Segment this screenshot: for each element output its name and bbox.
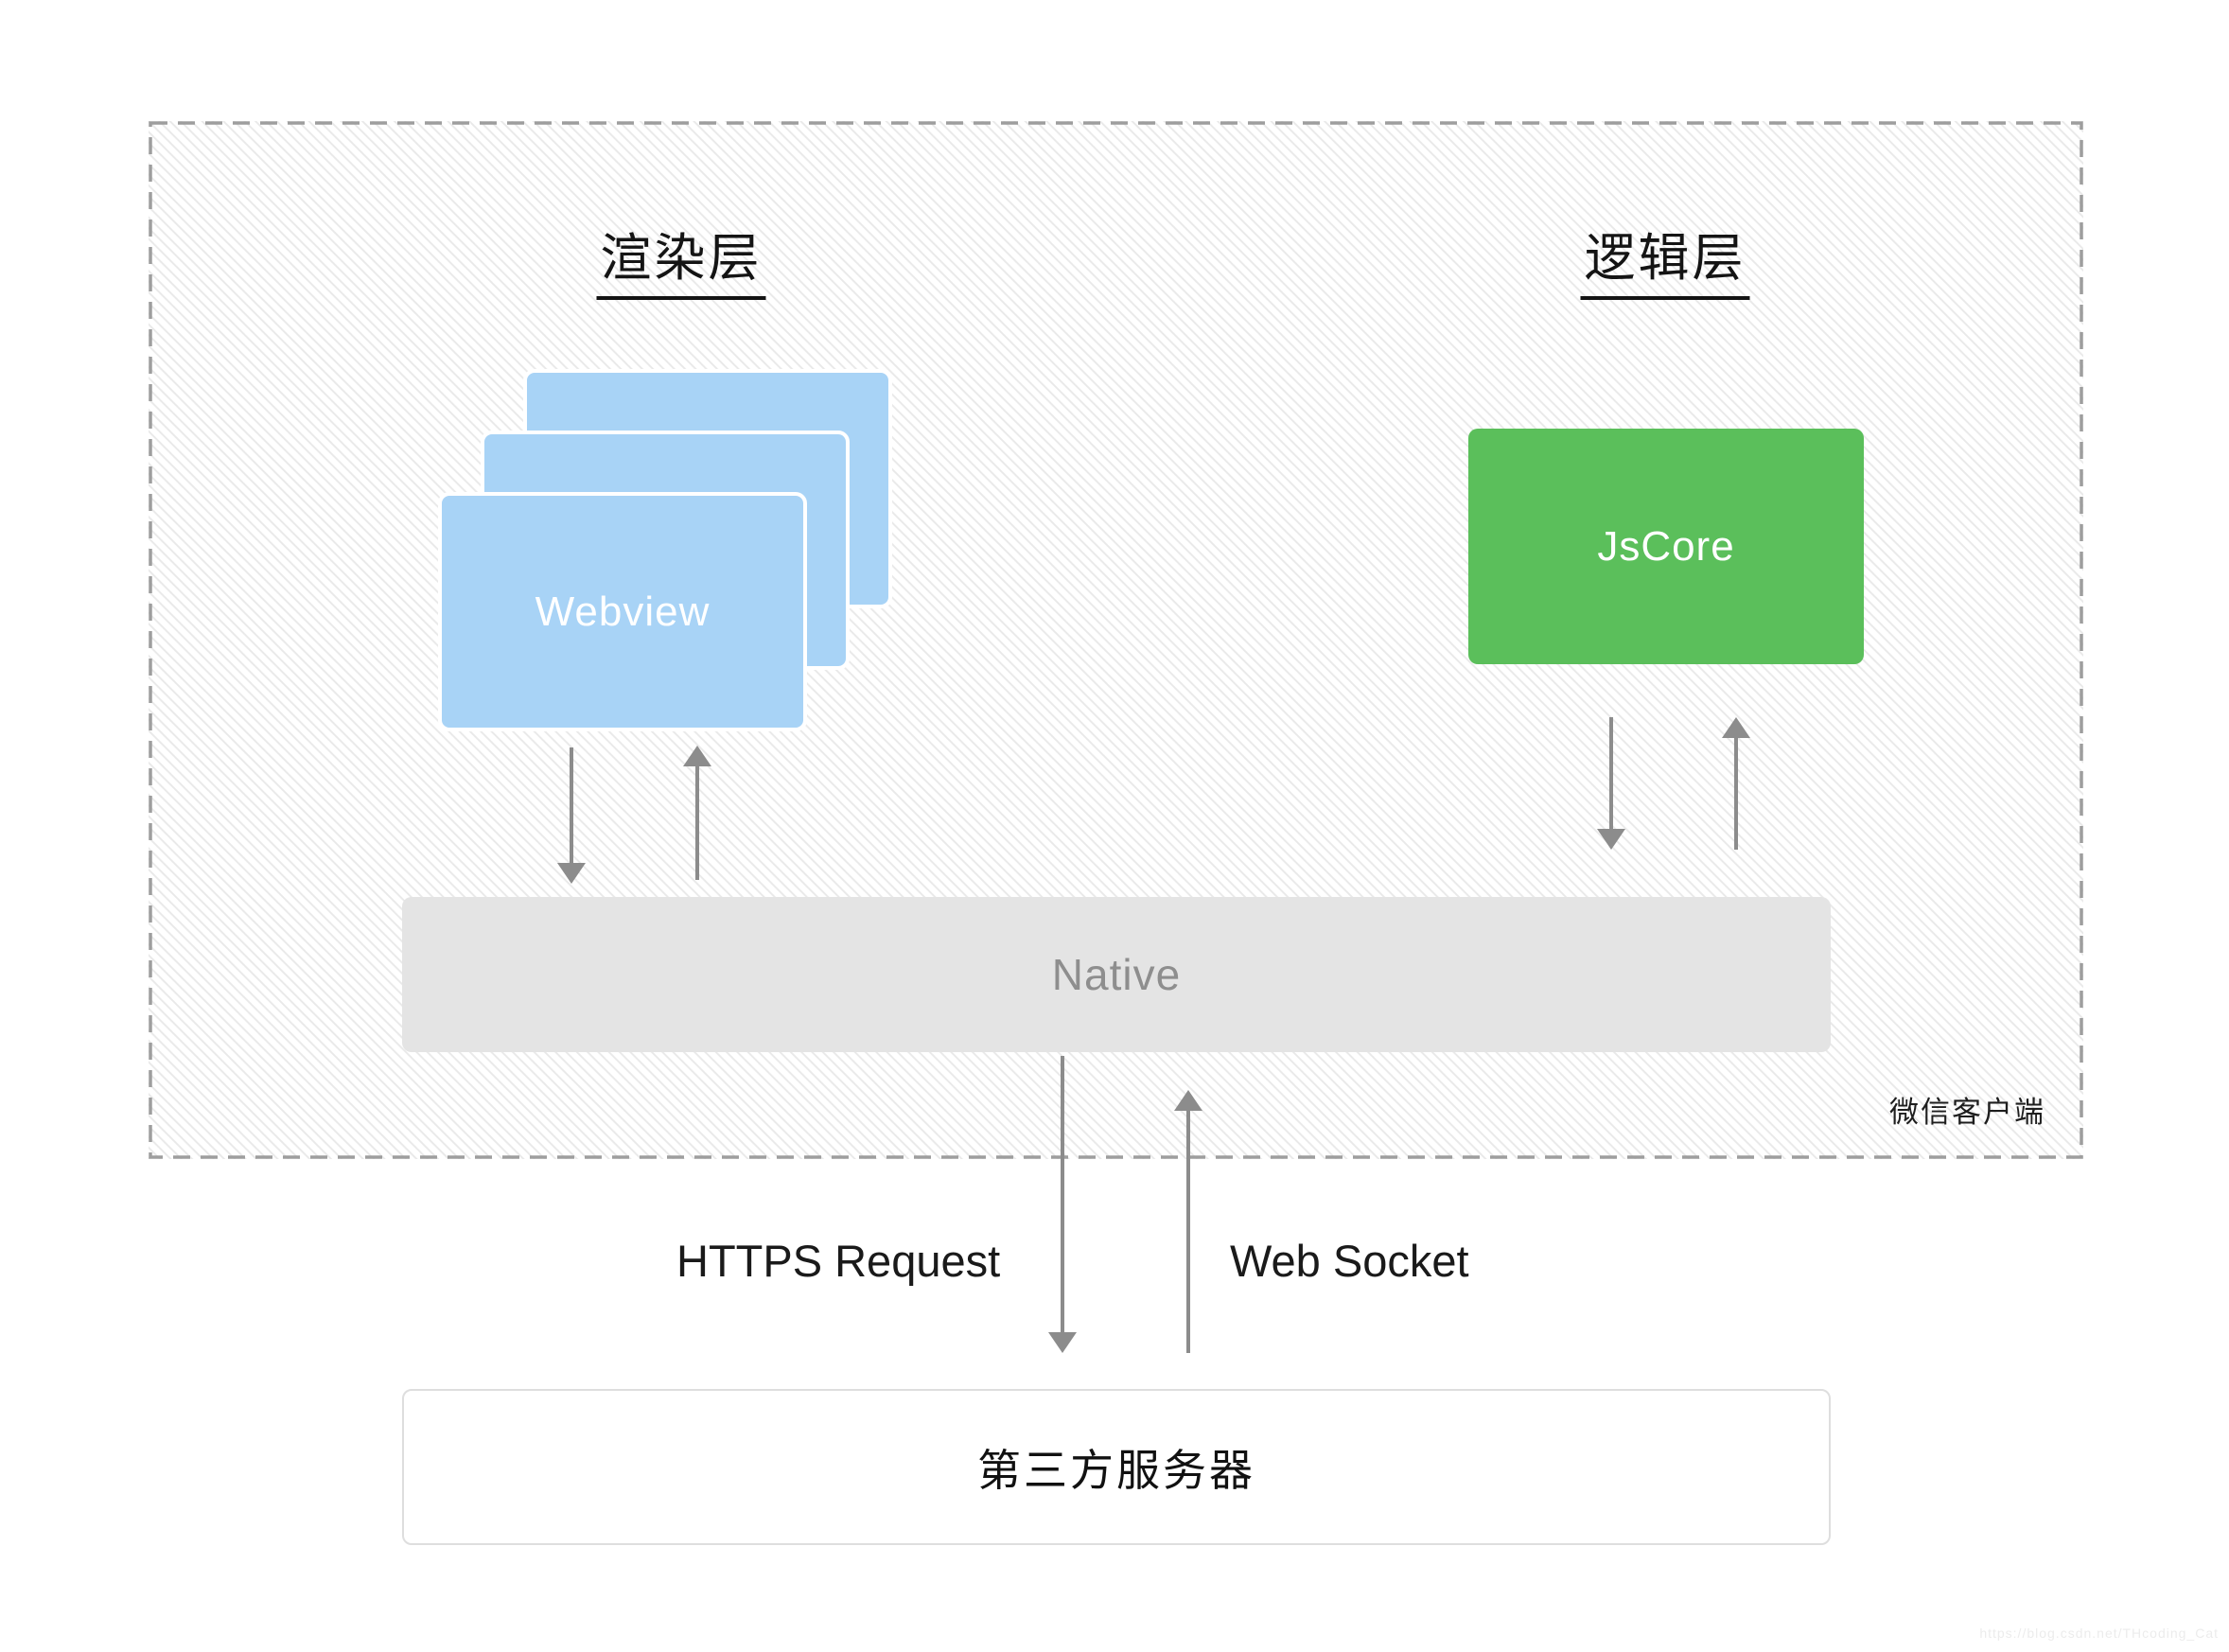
- dashed-border: [149, 121, 2083, 1159]
- third-party-server-box: 第三方服务器: [402, 1389, 1831, 1545]
- native-bar: Native: [402, 897, 1831, 1052]
- third-party-server-label: 第三方服务器: [977, 1445, 1255, 1495]
- wechat-client-label: 微信客户端: [1889, 1096, 2045, 1129]
- watermark-url: https://blog.csdn.net/THcoding_Cat: [1979, 1626, 2219, 1641]
- https-request-label: HTTPS Request: [676, 1236, 1001, 1286]
- native-label: Native: [1051, 950, 1182, 999]
- web-socket-label: Web Socket: [1230, 1236, 1469, 1286]
- render-layer-title: 渲染层: [596, 216, 766, 300]
- webview-label: Webview: [535, 588, 711, 635]
- jscore-label: JsCore: [1597, 522, 1735, 570]
- logic-layer-title: 逻辑层: [1580, 216, 1750, 300]
- jscore-box: JsCore: [1468, 429, 1864, 664]
- webview-card-front: Webview: [438, 492, 807, 731]
